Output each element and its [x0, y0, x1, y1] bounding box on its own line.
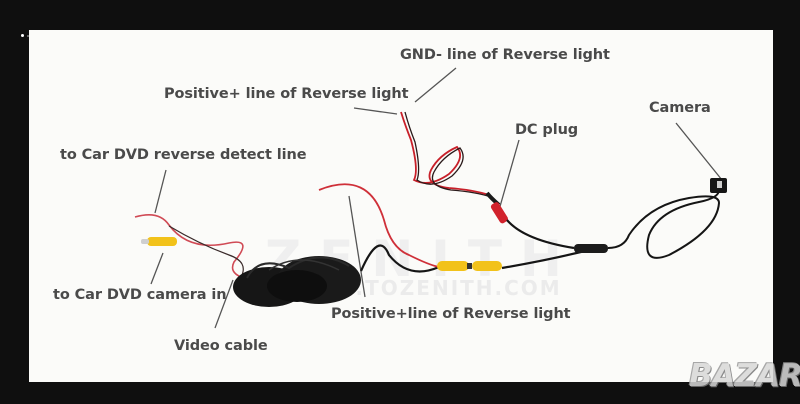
dc-plug: [485, 191, 508, 224]
leader-positive-top: [353, 107, 398, 115]
leader-dvd-camera-in: [150, 252, 164, 285]
wire-positive-bottom: [318, 183, 440, 268]
cable-rca-to-junction: [501, 248, 590, 270]
label-gnd-reverse-light: GND- line of Reverse light: [400, 47, 610, 63]
label-dvd-camera-in: to Car DVD camera in: [53, 287, 227, 303]
label-positive-reverse-light-bottom: Positive+line of Reverse light: [331, 306, 571, 322]
leader-positive-bottom: [348, 195, 366, 298]
rca-connector-middle: [437, 261, 502, 271]
label-video-cable: Video cable: [174, 338, 268, 354]
power-wire-bundle: [400, 111, 492, 198]
label-dvd-reverse-detect: to Car DVD reverse detect line: [60, 147, 307, 163]
gallery-dot[interactable]: [27, 34, 29, 37]
leader-dvd-reverse: [154, 169, 167, 214]
camera-unit: [710, 178, 727, 193]
label-positive-reverse-light-top: Positive+ line of Reverse light: [164, 86, 409, 102]
leader-lines: [150, 67, 723, 329]
bazar-logo[interactable]: BAZAR: [689, 358, 800, 394]
rca-plug-left: [141, 237, 177, 246]
wire-reverse-detect: [134, 214, 244, 278]
label-dc-plug: DC plug: [515, 122, 579, 138]
coiled-video-cable: [233, 256, 361, 307]
label-camera: Camera: [649, 100, 711, 116]
leader-gnd: [414, 67, 457, 103]
wiring-diagram-image: ZENITH WWW.TOZENITH.COM: [29, 30, 773, 382]
video-cable-to-rca: [359, 244, 440, 273]
camera-cable-loop: [607, 189, 721, 259]
wire-reverse-detect-dark: [168, 225, 244, 278]
leader-dc-plug: [498, 139, 520, 211]
cable-dc-to-junction: [506, 219, 575, 250]
junction-box: [574, 244, 608, 253]
leader-video-cable: [214, 279, 234, 329]
gallery-dot[interactable]: [21, 34, 24, 37]
wiring-drawing: [134, 67, 727, 329]
leader-camera: [675, 122, 723, 181]
